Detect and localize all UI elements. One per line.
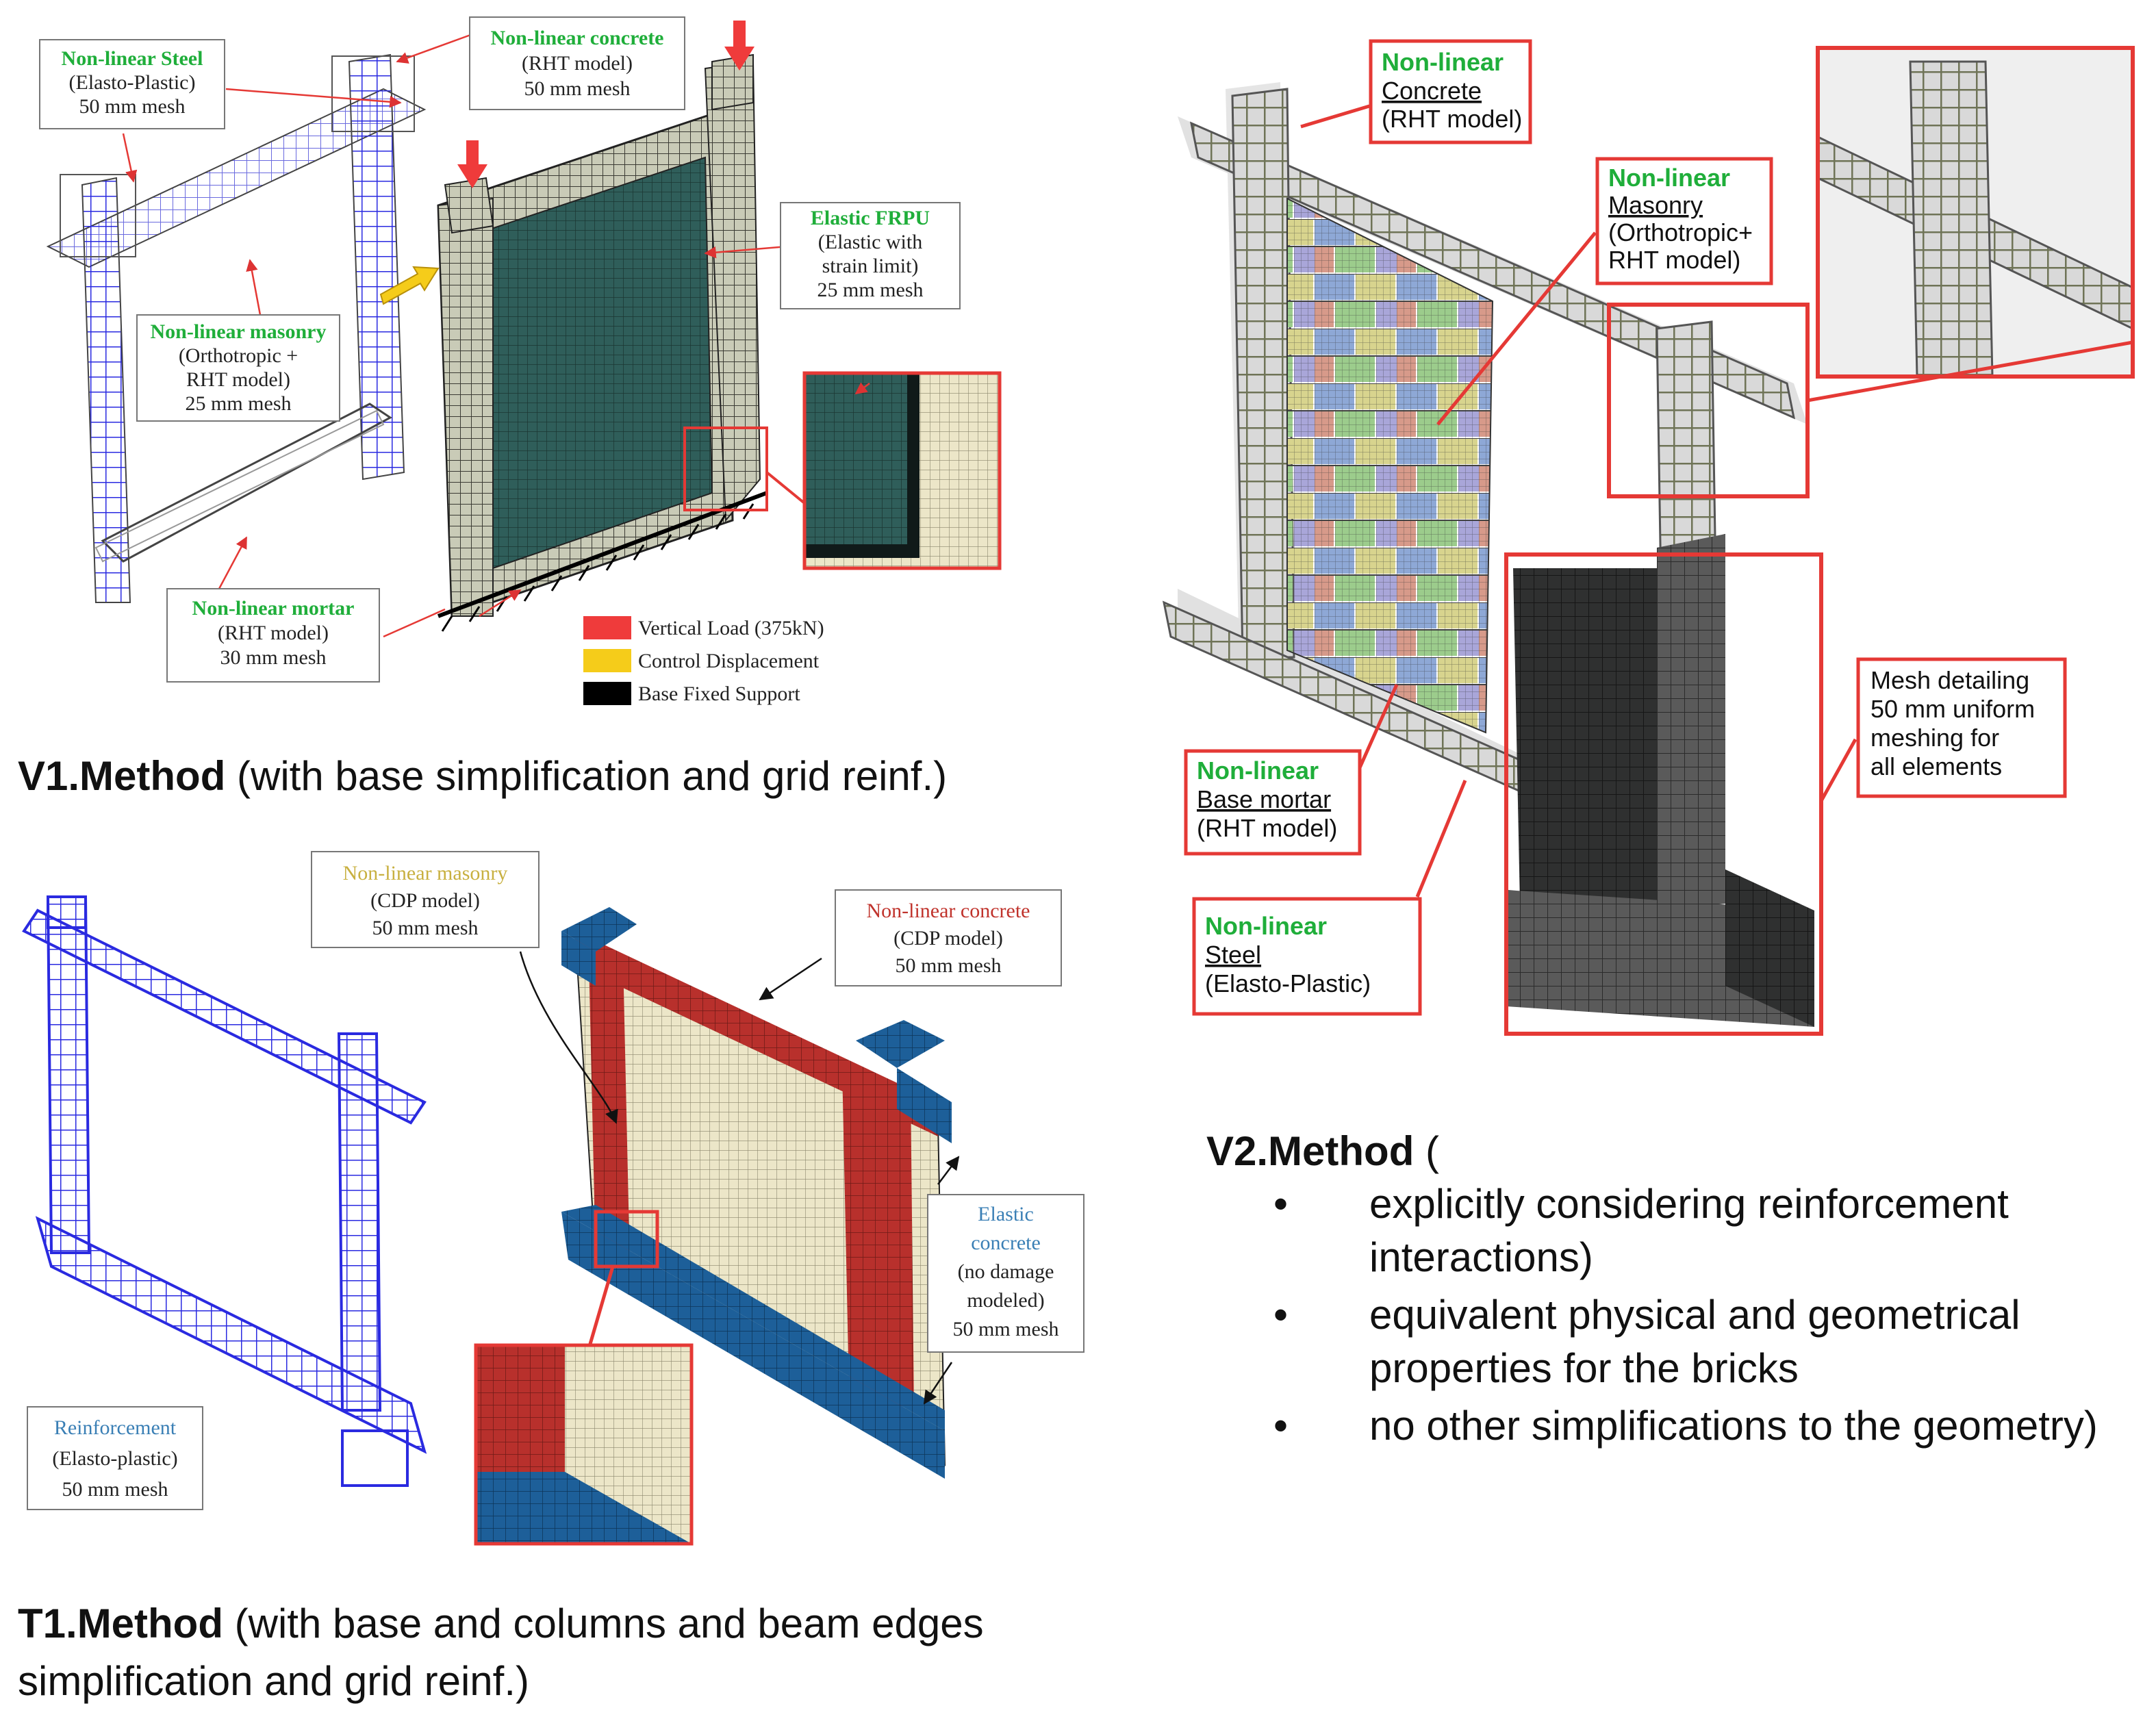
t1-zoom-inset <box>474 1343 694 1546</box>
t1-wall-model <box>474 907 952 1546</box>
legend-swatch-vertical-load <box>583 616 631 639</box>
v1-wall-model <box>379 21 1002 632</box>
t1-label-masonry: Non-linear masonry (CDP model) 50 mm mes… <box>311 851 540 948</box>
v2-bullet-list: explicitly considering reinforcement int… <box>1273 1177 2122 1457</box>
v2-concrete-line1: (RHT model) <box>1382 105 1522 133</box>
v1-heading: V1.Method (with base simplification and … <box>18 748 947 805</box>
v1-label-concrete: Non-linear concrete (RHT model) 50 mm me… <box>469 16 685 110</box>
v1-zoom-inset <box>802 371 1002 570</box>
t1-elastic-line1: (no damage <box>958 1260 1054 1283</box>
t1-leader-lines <box>519 951 960 1405</box>
v1-frpu-line3: 25 mm mesh <box>817 279 924 301</box>
v2-concrete-title: Non-linear <box>1382 48 1504 76</box>
legend-swatch-base-fixed-support <box>583 682 631 705</box>
v1-steel-line1: (Elasto-Plastic) <box>69 71 196 94</box>
t1-elastic-line2: modeled) <box>967 1289 1044 1312</box>
v2-mesh-line1: Mesh detailing <box>1870 666 2029 694</box>
v2-masonry-line2: RHT model) <box>1608 246 1740 274</box>
t1-elastic-title-1: Elastic <box>978 1203 1034 1225</box>
t1-reinforcement-line1: (Elasto-plastic) <box>52 1447 177 1470</box>
t1-masonry-title: Non-linear masonry <box>343 862 508 884</box>
v1-concrete-line2: 50 mm mesh <box>524 77 631 100</box>
t1-label-elastic-concrete: Elastic concrete (no damage modeled) 50 … <box>927 1194 1085 1353</box>
v2-bullet-1: explicitly considering reinforcement int… <box>1273 1177 2122 1284</box>
v1-frpu-line1: (Elastic with <box>818 231 922 253</box>
v1-label-masonry: Non-linear masonry (Orthotropic + RHT mo… <box>136 314 340 422</box>
v1-legend: Vertical Load (375kN) Control Displaceme… <box>583 616 824 705</box>
v2-steel-line1: (Elasto-Plastic) <box>1205 969 1371 997</box>
v2-bullet-3: no other simplifications to the geometry… <box>1273 1399 2122 1453</box>
v2-base-mortar-name: Base mortar <box>1197 785 1331 813</box>
v1-leader-lines <box>122 33 870 638</box>
v2-base-mortar-line1: (RHT model) <box>1197 814 1337 842</box>
v2-mesh-line3: meshing for <box>1870 724 1999 752</box>
v1-heading-bold: V1.Method <box>18 753 226 799</box>
v2-steel-title: Non-linear <box>1205 912 1327 940</box>
v1-frpu-line2: strain limit) <box>822 255 919 277</box>
v2-label-masonry: Non-linear Masonry (Orthotropic+ RHT mod… <box>1595 157 1773 285</box>
legend-label-vertical-load: Vertical Load (375kN) <box>638 617 824 639</box>
t1-concrete-line1: (CDP model) <box>893 927 1003 950</box>
v2-base-mortar-title: Non-linear <box>1197 756 1319 785</box>
v2-masonry-line1: (Orthotropic+ <box>1608 218 1753 246</box>
legend-label-control-displacement: Control Displacement <box>638 650 820 672</box>
v2-mesh-line2: 50 mm uniform <box>1870 695 2035 723</box>
v2-steel-name: Steel <box>1205 941 1261 969</box>
v2-masonry-title: Non-linear <box>1608 164 1730 192</box>
t1-concrete-line2: 50 mm mesh <box>896 954 1002 977</box>
v1-mortar-line2: 30 mm mesh <box>220 646 327 669</box>
v1-masonry-line2: RHT model) <box>186 368 290 391</box>
v2-heading-rest: ( <box>1414 1128 1439 1174</box>
v1-label-mortar: Non-linear mortar (RHT model) 30 mm mesh <box>166 588 380 683</box>
t1-reinforcement-cage <box>22 895 427 1487</box>
v1-mortar-line1: (RHT model) <box>218 622 329 644</box>
v2-wall-model <box>1162 82 1814 1027</box>
v1-label-frpu: Elastic FRPU (Elastic with strain limit)… <box>780 202 961 309</box>
v2-zoom-inset <box>1504 46 2135 1036</box>
v1-masonry-line1: (Orthotropic + <box>179 344 298 367</box>
v2-label-mesh-detailing: Mesh detailing 50 mm uniform meshing for… <box>1856 657 2067 798</box>
v1-frpu-title: Elastic FRPU <box>811 207 930 229</box>
v1-concrete-line1: (RHT model) <box>522 52 633 75</box>
t1-heading-line2: simplification and grid reinf.) <box>18 1658 529 1704</box>
v2-label-base-mortar: Non-linear Base mortar (RHT model) <box>1184 749 1362 856</box>
t1-masonry-line2: 50 mm mesh <box>372 917 479 939</box>
legend-swatch-control-displacement <box>583 649 631 672</box>
v1-panel: Non-linear Steel (Elasto-Plastic) 50 mm … <box>39 16 1002 705</box>
v2-masonry-name: Masonry <box>1608 191 1703 219</box>
v1-concrete-title: Non-linear concrete <box>491 27 664 49</box>
v1-label-steel: Non-linear Steel (Elasto-Plastic) 50 mm … <box>39 39 225 129</box>
v2-label-steel: Non-linear Steel (Elasto-Plastic) <box>1192 897 1422 1016</box>
v1-heading-rest: (with base simplification and grid reinf… <box>225 753 948 799</box>
v1-steel-title: Non-linear Steel <box>62 47 203 70</box>
v1-masonry-line3: 25 mm mesh <box>186 392 292 415</box>
v2-concrete-name: Concrete <box>1382 77 1482 105</box>
t1-reinforcement-line2: 50 mm mesh <box>62 1478 168 1501</box>
v2-heading-bold: V2.Method <box>1206 1128 1415 1174</box>
t1-heading-rest: (with base and columns and beam edges <box>223 1601 984 1646</box>
v1-steel-line2: 50 mm mesh <box>79 95 186 118</box>
v2-label-concrete: Non-linear Concrete (RHT model) <box>1369 39 1532 144</box>
t1-reinforcement-title: Reinforcement <box>54 1416 177 1439</box>
t1-heading-bold: T1.Method <box>18 1601 223 1646</box>
t1-heading: T1.Method (with base and columns and bea… <box>18 1595 984 1710</box>
v2-panel: Non-linear Concrete (RHT model) Non-line… <box>1162 39 2135 1036</box>
v1-masonry-title: Non-linear masonry <box>151 320 327 343</box>
t1-panel: Non-linear masonry (CDP model) 50 mm mes… <box>22 851 1085 1546</box>
t1-elastic-line3: 50 mm mesh <box>953 1318 1059 1340</box>
v2-mesh-line4: all elements <box>1870 752 2002 780</box>
v1-reinforcement-cage <box>46 53 427 603</box>
t1-label-concrete: Non-linear concrete (CDP model) 50 mm me… <box>835 889 1062 986</box>
v2-heading: V2.Method ( <box>1206 1123 1439 1180</box>
t1-concrete-title: Non-linear concrete <box>866 900 1030 922</box>
v2-bullet-2: equivalent physical and geometrical prop… <box>1273 1288 2122 1395</box>
t1-elastic-title-2: concrete <box>971 1232 1041 1254</box>
t1-label-reinforcement: Reinforcement (Elasto-plastic) 50 mm mes… <box>27 1406 203 1510</box>
t1-masonry-line1: (CDP model) <box>370 889 480 912</box>
v1-mortar-title: Non-linear mortar <box>192 597 355 620</box>
legend-label-base-fixed-support: Base Fixed Support <box>638 683 800 705</box>
